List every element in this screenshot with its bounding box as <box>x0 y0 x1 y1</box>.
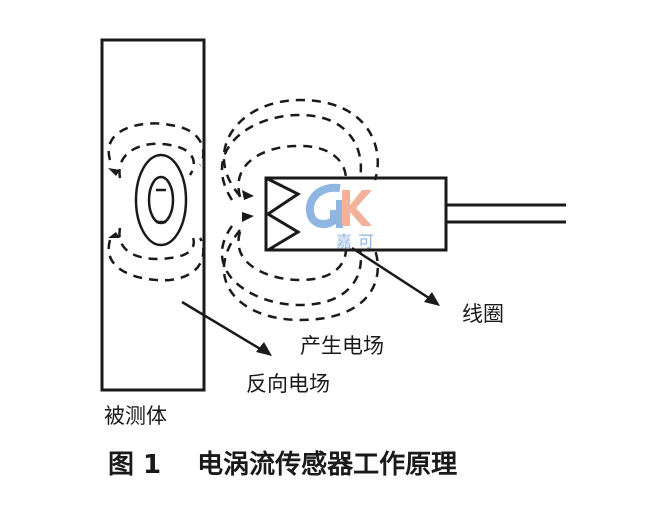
figure-caption: 图 1 电涡流传感器工作原理 <box>108 444 457 481</box>
coil-zigzag-icon <box>265 176 301 252</box>
watermark-text-2: 可 <box>358 232 375 251</box>
leader-arrows <box>181 246 440 356</box>
reverse-field-lines <box>107 122 205 282</box>
charge-marks <box>156 188 166 224</box>
eddy-current-outer <box>134 153 188 247</box>
generated-field-lines <box>220 98 379 322</box>
label-generated-field: 产生电场 <box>300 334 384 358</box>
label-measured-object: 被测体 <box>104 404 167 428</box>
eddy-current-inner <box>147 175 175 225</box>
caption-title: 电涡流传感器工作原理 <box>197 450 458 480</box>
field-arrowheads <box>108 168 254 238</box>
measured-object-block <box>100 38 206 392</box>
watermark-text-1: 嘉 <box>336 232 353 251</box>
watermark-logo <box>305 183 372 229</box>
label-coil: 线圈 <box>462 302 504 326</box>
caption-number: 图 1 <box>108 450 162 480</box>
label-reverse-field: 反向电场 <box>246 372 330 396</box>
